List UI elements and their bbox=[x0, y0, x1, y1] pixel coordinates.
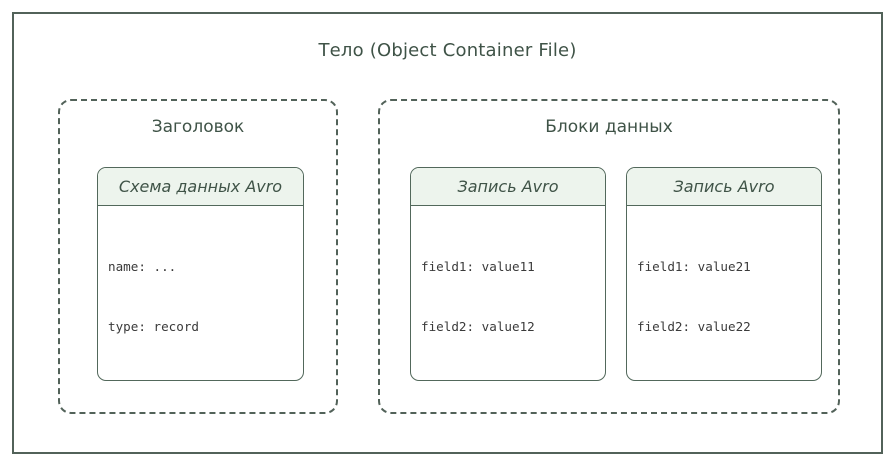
record-line: ... bbox=[421, 377, 605, 380]
schema-line: type: record bbox=[108, 319, 199, 334]
group-header-section: Заголовок bbox=[58, 99, 338, 414]
group-data-blocks-section: Блоки данных bbox=[378, 99, 840, 414]
card-title-avro-record-1: Запись Avro bbox=[411, 168, 605, 206]
record-line: field2: value22 bbox=[637, 319, 751, 334]
group-label-bloki-dannyh: Блоки данных bbox=[545, 117, 673, 137]
record-line: ... bbox=[637, 377, 821, 380]
card-body-avro-record-2: field1: value21 field2: value22 ... [sys… bbox=[627, 206, 821, 380]
card-avro-schema: Схема данных Avro name: ... type: record… bbox=[97, 167, 304, 381]
card-body-avro-schema: name: ... type: record field1: datatype1… bbox=[98, 206, 303, 380]
group-label-zagolovok: Заголовок bbox=[151, 117, 245, 137]
card-avro-record-1: Запись Avro field1: value11 field2: valu… bbox=[410, 167, 606, 381]
schema-line: name: ... bbox=[108, 259, 177, 274]
card-avro-record-2: Запись Avro field1: value21 field2: valu… bbox=[626, 167, 822, 381]
schema-line: field1: datatype1 bbox=[108, 377, 303, 380]
diagram-title: Тело (Object Container File) bbox=[318, 40, 577, 61]
card-title-avro-schema: Схема данных Avro bbox=[98, 168, 303, 206]
record-line: field2: value12 bbox=[421, 319, 535, 334]
record-line: field1: value11 bbox=[421, 259, 535, 274]
card-title-avro-record-2: Запись Avro bbox=[627, 168, 821, 206]
record-line: field1: value21 bbox=[637, 259, 751, 274]
card-body-avro-record-1: field1: value11 field2: value12 ... [sys… bbox=[411, 206, 605, 380]
